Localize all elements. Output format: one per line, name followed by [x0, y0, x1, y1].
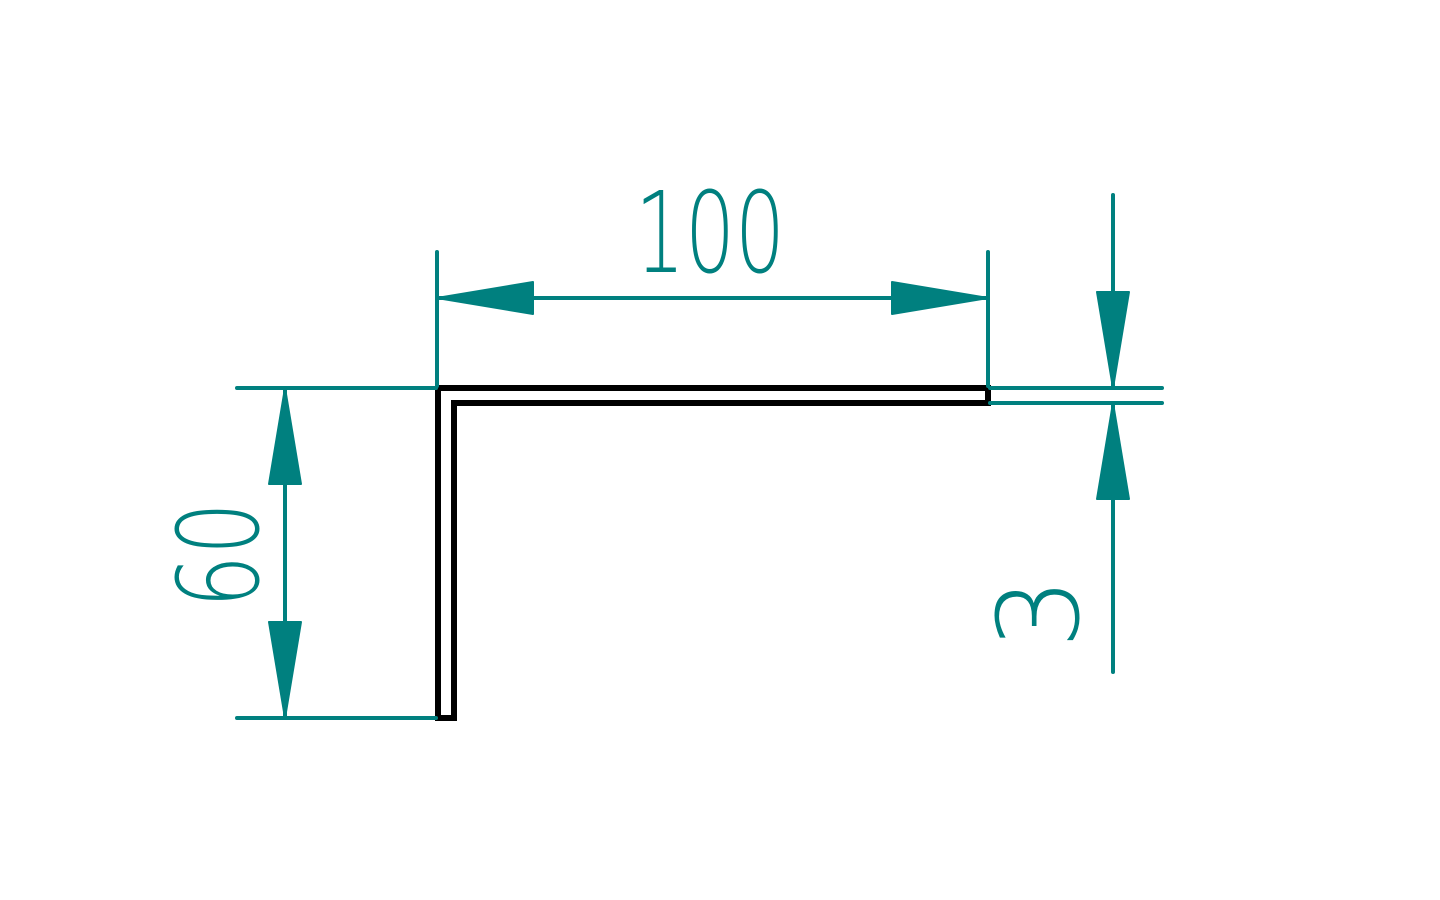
height-dimension: 60 [155, 386, 438, 720]
height-arrow-bottom [268, 621, 302, 719]
profile-outer-edge [435, 385, 991, 721]
thickness-arrow-top [1096, 291, 1130, 389]
thickness-dimension: 3 [975, 193, 1164, 674]
width-arrow-right [891, 281, 989, 315]
height-arrow-top [268, 387, 302, 485]
width-arrow-left [436, 281, 534, 315]
width-dimension-label: 100 [635, 169, 785, 299]
thickness-dimension-label: 3 [975, 577, 1105, 648]
width-dimension: 100 [435, 169, 990, 388]
thickness-arrow-bottom [1096, 402, 1130, 500]
angle-profile [435, 385, 991, 721]
height-dimension-label: 60 [155, 502, 285, 608]
profile-inner-edge [435, 400, 991, 721]
